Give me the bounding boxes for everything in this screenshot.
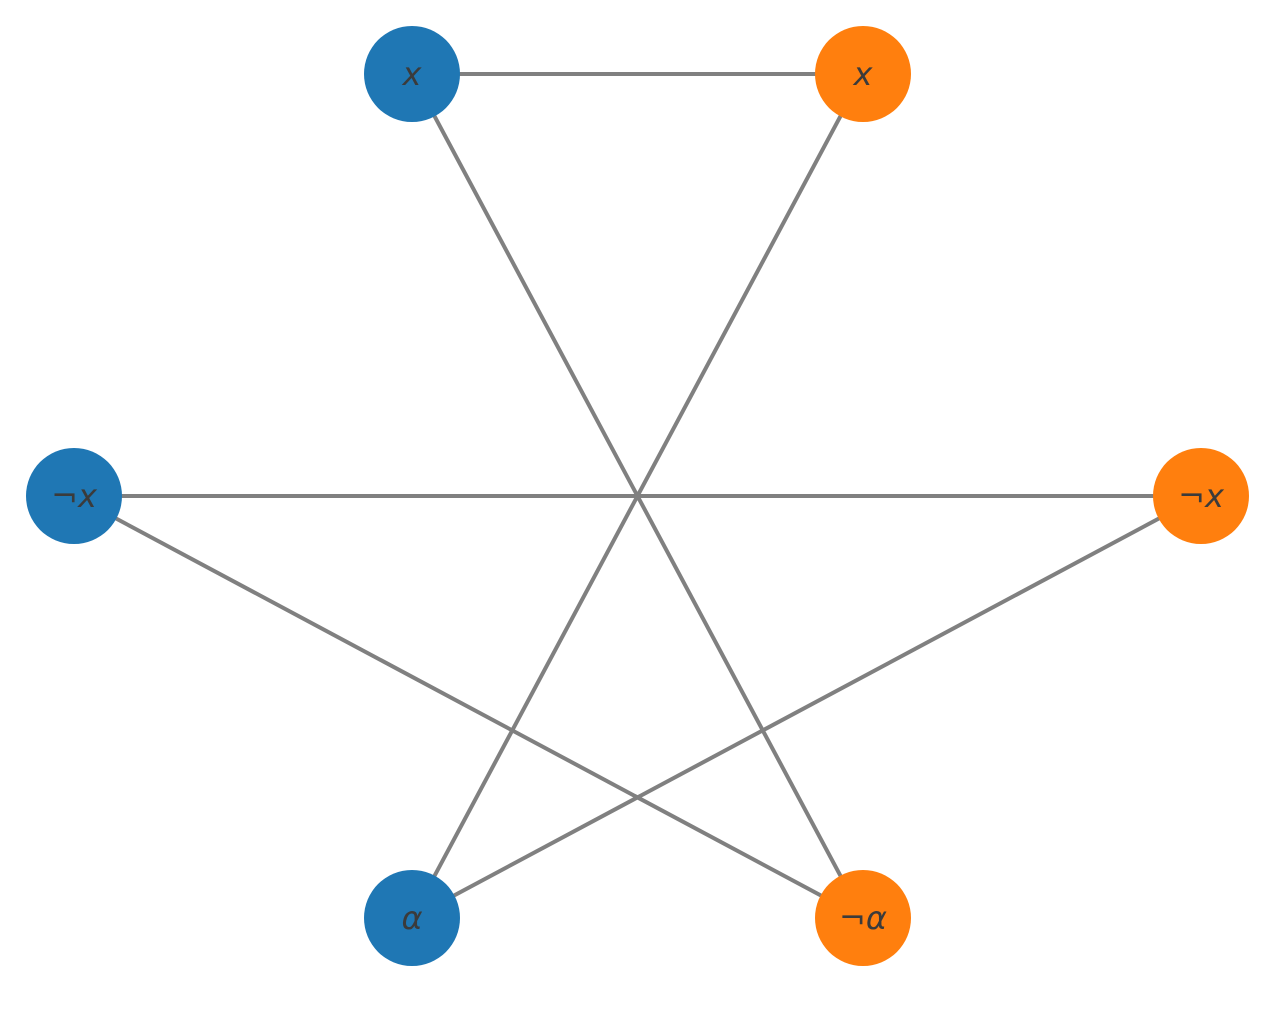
nodes-layer: x x ¬x ¬x α ¬α xyxy=(26,26,1249,966)
node-label: ¬x xyxy=(51,477,98,515)
node-label: ¬x xyxy=(1178,477,1225,515)
node-circle xyxy=(1153,448,1249,544)
node-alpha-blue: α xyxy=(364,870,460,966)
node-x-orange: x xyxy=(815,26,911,122)
node-notx-orange: ¬x xyxy=(1153,448,1249,544)
node-circle xyxy=(364,26,460,122)
edges-layer xyxy=(73,72,1202,920)
node-notx-blue: ¬x xyxy=(26,448,122,544)
node-circle xyxy=(364,870,460,966)
node-label: ¬α xyxy=(839,899,887,937)
node-x-blue: x xyxy=(364,26,460,122)
node-label: x xyxy=(402,55,423,93)
node-notalpha-orange: ¬α xyxy=(815,870,911,966)
node-label: α xyxy=(401,899,422,937)
edge-notx_orange-alpha_blue xyxy=(411,494,1202,920)
edge-notx_blue-notalpha_orange xyxy=(73,494,864,920)
node-circle xyxy=(815,870,911,966)
node-label: x xyxy=(853,55,874,93)
node-circle xyxy=(26,448,122,544)
node-circle xyxy=(815,26,911,122)
